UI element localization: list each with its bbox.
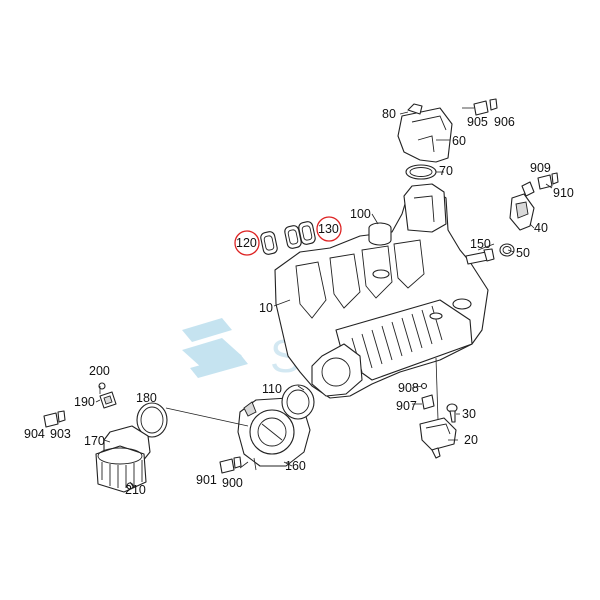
- connector-903-904: [43, 410, 66, 428]
- connector-905-906: [473, 98, 498, 116]
- label-901: 901: [196, 473, 217, 487]
- label-40: 40: [534, 221, 548, 235]
- label-910: 910: [553, 186, 574, 200]
- part-110-gasket: [281, 384, 315, 420]
- label-80: 80: [382, 107, 396, 121]
- label-120: 120: [236, 236, 257, 250]
- label-110: 110: [262, 382, 282, 396]
- part-10-intake-manifold: [274, 183, 489, 399]
- part-170-actuator: [95, 425, 151, 493]
- leader-lines: [95, 107, 553, 489]
- label-160: 160: [285, 459, 306, 473]
- part-labels: 80 905 906 60 70 100 909 910 40 150 50 1…: [24, 107, 574, 497]
- part-120-gasket: [260, 231, 278, 255]
- label-30: 30: [462, 407, 476, 421]
- part-60-housing: [397, 103, 453, 163]
- highlight-circles: [234, 216, 342, 256]
- label-190: 190: [74, 395, 95, 409]
- connector-907-908: [420, 382, 435, 410]
- label-60: 60: [452, 134, 466, 148]
- part-180-gasket: [136, 402, 168, 438]
- highlight-130: [316, 216, 342, 242]
- part-50-oring: [499, 243, 515, 257]
- label-70: 70: [439, 164, 453, 178]
- label-10: 10: [259, 301, 273, 315]
- part-30-screw: [446, 403, 458, 423]
- label-100: 100: [350, 207, 371, 221]
- label-906: 906: [494, 115, 515, 129]
- part-20-sensor: [419, 417, 457, 459]
- part-190-connector: [99, 391, 117, 409]
- part-130-gaskets: [284, 221, 316, 249]
- label-210: 210: [125, 483, 146, 497]
- label-50: 50: [516, 246, 530, 260]
- label-170: 170: [84, 434, 105, 448]
- label-150: 150: [470, 237, 491, 251]
- part-40-sensor: [509, 181, 535, 231]
- connector-901-900: [219, 456, 242, 474]
- part-70-oring: [405, 164, 437, 180]
- label-905: 905: [467, 115, 488, 129]
- label-908: 908: [398, 381, 419, 395]
- label-909: 909: [530, 161, 551, 175]
- label-200: 200: [89, 364, 110, 378]
- plenum-ribs: [351, 305, 443, 373]
- label-130: 130: [318, 222, 339, 236]
- label-900: 900: [222, 476, 243, 490]
- part-200-screw: [98, 382, 106, 390]
- highlight-120: [234, 230, 260, 256]
- part-150-bolt: [465, 248, 495, 265]
- label-20: 20: [464, 433, 478, 447]
- part-100-plug: [368, 222, 392, 246]
- label-903: 903: [50, 427, 71, 441]
- label-904: 904: [24, 427, 45, 441]
- label-907: 907: [396, 399, 417, 413]
- label-180: 180: [136, 391, 157, 405]
